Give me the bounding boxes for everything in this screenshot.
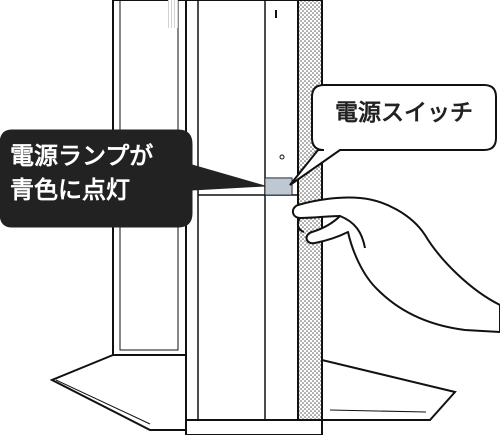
power-lamp-label-line1: 電源ランプが xyxy=(10,142,154,170)
power-lamp-glow xyxy=(265,178,292,195)
power-lamp-label-line2: 青色に点灯 xyxy=(10,176,130,204)
vent-hatch xyxy=(168,0,178,28)
power-lamp-label: 電源ランプが 青色に点灯 xyxy=(10,139,190,207)
callout-power-switch xyxy=(289,84,497,186)
callout-power-lamp xyxy=(0,129,266,228)
hand xyxy=(292,196,500,333)
tower-front xyxy=(185,0,299,421)
power-switch-label: 電源スイッチ xyxy=(335,100,473,126)
tower-stand xyxy=(49,354,457,435)
